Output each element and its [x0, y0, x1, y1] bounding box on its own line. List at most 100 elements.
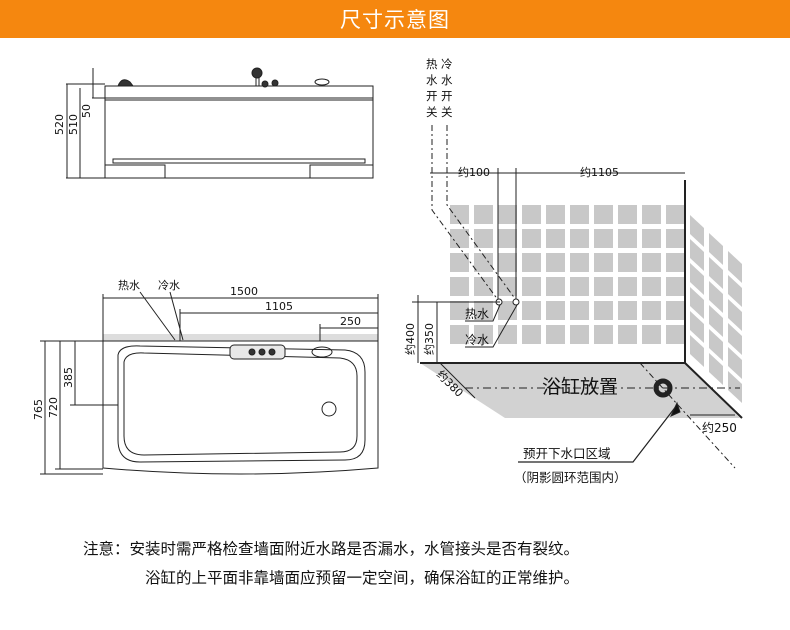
tub-top-outline	[102, 340, 379, 475]
note-line-1: 注意：安装时需严格检查墙面附近水路是否漏水，水管接头是否有裂纹。	[83, 540, 580, 558]
wall-tile	[570, 229, 589, 248]
wall-tile	[642, 301, 661, 320]
svg-text:约350: 约350	[423, 323, 436, 355]
svg-text:热: 热	[426, 57, 438, 71]
drain-area-icon	[653, 378, 673, 398]
wall-tile	[498, 229, 517, 248]
side-wall-tile	[690, 263, 704, 295]
svg-text:冷水: 冷水	[158, 279, 180, 292]
wall-tile	[498, 301, 517, 320]
wall-tile	[666, 229, 685, 248]
wall-tile	[522, 325, 541, 344]
wall-tile	[594, 253, 613, 272]
svg-text:开: 开	[426, 89, 438, 103]
svg-text:520: 520	[53, 114, 66, 135]
svg-text:约100: 约100	[458, 166, 490, 179]
header-bar: 尺寸示意图	[0, 0, 790, 38]
svg-text:关: 关	[441, 105, 453, 119]
wall-tile	[474, 229, 493, 248]
shower-head-icon	[251, 67, 263, 79]
wall-tile	[666, 277, 685, 296]
wall-tile	[570, 277, 589, 296]
svg-text:约400: 约400	[404, 323, 417, 355]
wall-tile	[618, 325, 637, 344]
side-view: 520 510 50	[53, 67, 374, 179]
wall-tile	[642, 229, 661, 248]
wall-tile	[450, 277, 469, 296]
svg-text:浴缸放置: 浴缸放置	[542, 376, 618, 398]
side-wall-tile	[728, 323, 742, 355]
wall-tile	[546, 205, 565, 224]
wall-tile	[666, 253, 685, 272]
side-wall-tile	[709, 353, 723, 385]
side-wall-tile	[728, 275, 742, 307]
svg-text:水: 水	[441, 73, 453, 87]
tub-side-body	[104, 85, 374, 179]
side-wall-tile	[690, 311, 704, 343]
svg-text:预开下水口区域: 预开下水口区域	[523, 446, 611, 461]
wall-tile	[450, 205, 469, 224]
wall-tile	[474, 277, 493, 296]
svg-text:385: 385	[62, 367, 75, 388]
wall-tile	[642, 325, 661, 344]
wall-tile	[498, 205, 517, 224]
side-wall-tile	[709, 233, 723, 265]
svg-text:510: 510	[67, 114, 80, 135]
svg-text:1500: 1500	[230, 285, 258, 298]
wall-tile	[618, 253, 637, 272]
svg-text:关: 关	[426, 105, 438, 119]
drain-knob-icon	[314, 78, 330, 86]
wall-tile	[546, 277, 565, 296]
wall-tile	[618, 205, 637, 224]
wall-tile	[666, 301, 685, 320]
wall-tile	[594, 325, 613, 344]
side-wall-tile	[728, 299, 742, 331]
wall-tile	[546, 301, 565, 320]
svg-text:250: 250	[340, 315, 361, 328]
wall-tile	[474, 205, 493, 224]
wall-tile	[522, 229, 541, 248]
wall-tile	[450, 229, 469, 248]
svg-text:1105: 1105	[265, 300, 293, 313]
wall-tile	[594, 229, 613, 248]
svg-text:冷: 冷	[441, 57, 453, 71]
wall-tile	[546, 325, 565, 344]
page-title: 尺寸示意图	[340, 8, 450, 32]
svg-text:冷水: 冷水	[465, 333, 489, 347]
wall-tile	[522, 277, 541, 296]
wall-tile	[642, 205, 661, 224]
wall-tile	[594, 277, 613, 296]
side-wall-tile	[690, 239, 704, 271]
svg-text:热水: 热水	[465, 307, 489, 321]
wall-tile	[666, 325, 685, 344]
wall-tile	[498, 277, 517, 296]
side-wall-tile	[728, 371, 742, 403]
wall-tile	[498, 325, 517, 344]
svg-text:（阴影圆环范围内）: （阴影圆环范围内）	[514, 470, 627, 485]
side-wall-tile	[690, 215, 704, 247]
side-wall-tile	[709, 329, 723, 361]
wall-tile	[450, 325, 469, 344]
wall-tile	[618, 229, 637, 248]
svg-text:约250: 约250	[702, 420, 737, 435]
side-wall-tile	[728, 251, 742, 283]
wall-tile	[498, 253, 517, 272]
wall-tile	[570, 205, 589, 224]
side-wall-tile	[709, 305, 723, 337]
wall-tile	[522, 301, 541, 320]
side-wall-tile	[709, 281, 723, 313]
side-wall-tile	[709, 257, 723, 289]
wall-tile	[522, 205, 541, 224]
side-wall-tile	[690, 335, 704, 367]
wall-tile	[474, 301, 493, 320]
wall-tile	[522, 253, 541, 272]
install-view: 约100 约1105 热水 开关 冷水 开关 约400 约350 热水 冷水 约…	[404, 57, 743, 485]
svg-text:720: 720	[47, 397, 60, 418]
wall-tile	[570, 301, 589, 320]
wall-tile	[450, 301, 469, 320]
wall-tile	[666, 205, 685, 224]
wall-tile	[642, 253, 661, 272]
floor-area	[420, 363, 740, 418]
svg-text:50: 50	[80, 104, 93, 118]
